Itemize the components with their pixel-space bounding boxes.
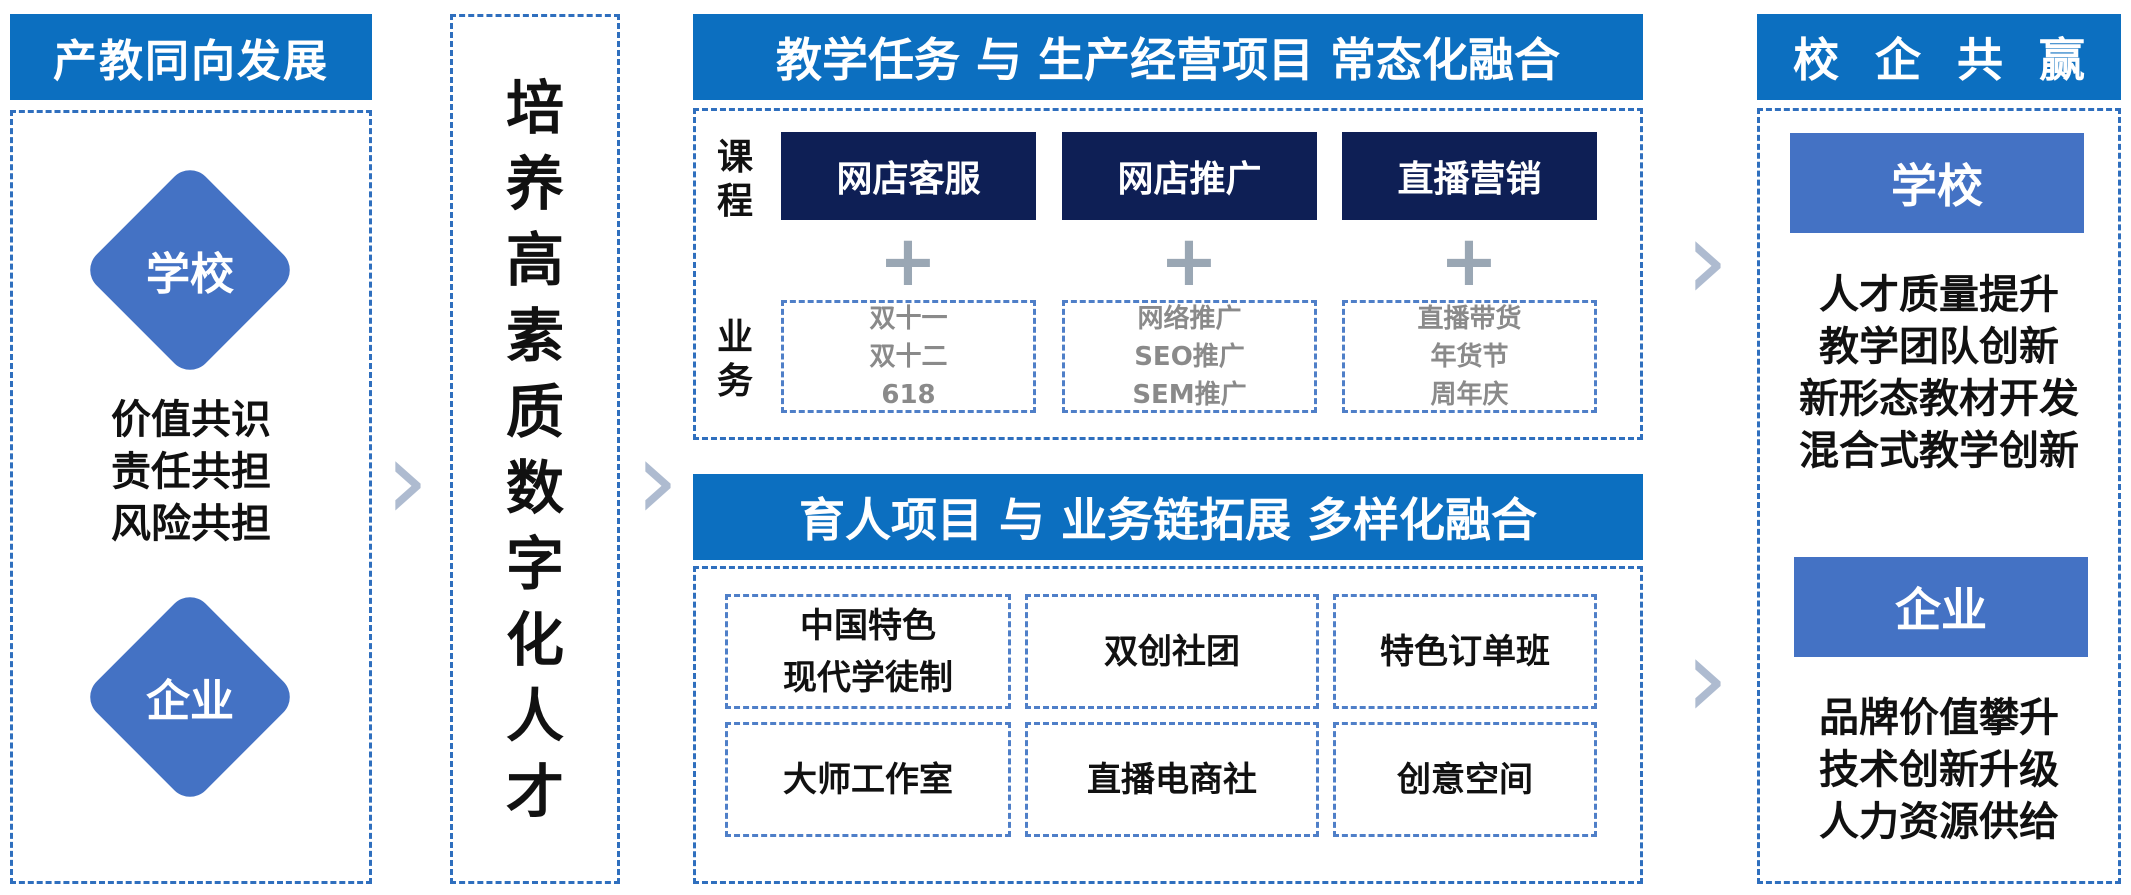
course-label: 课 程 — [700, 130, 770, 230]
benefit-line: 新形态教材开发 — [1799, 376, 2079, 422]
bottom-title: 育人项目 与 业务链拓展 多样化融合 — [693, 474, 1643, 560]
vertical-char: 才 — [505, 758, 564, 826]
col4-title: 校 企 共 赢 — [1757, 14, 2121, 100]
project-box: 双创社团 — [1025, 594, 1319, 709]
benefit-line: 人才质量提升 — [1819, 272, 2059, 318]
col4-panel — [1757, 108, 2121, 884]
business-box: 双十一 双十二 618 — [781, 300, 1036, 413]
business-item: SEO推广 — [1134, 341, 1245, 372]
benefit-line: 人力资源供给 — [1819, 799, 2059, 845]
project-box: 中国特色 现代学徒制 — [725, 594, 1011, 709]
enterprise-diamond-label: 企业 — [146, 676, 234, 727]
top-panel — [693, 108, 1643, 440]
business-item: 双十一 — [869, 303, 948, 334]
label-char: 业 — [716, 317, 753, 358]
label-char: 程 — [716, 181, 753, 222]
chevron-right-icon: › — [635, 416, 679, 544]
business-item: 618 — [881, 379, 936, 410]
project-box: 大师工作室 — [725, 722, 1011, 837]
project-label: 特色订单班 — [1380, 631, 1550, 672]
course-box: 网店推广 — [1062, 132, 1317, 220]
business-box: 网络推广 SEO推广 SEM推广 — [1062, 300, 1317, 413]
business-item: 周年庆 — [1430, 379, 1509, 410]
plus-icon: + — [878, 220, 938, 302]
benefit-line: 技术创新升级 — [1819, 747, 2059, 793]
col2-vertical-text: 培 养 高 素 质 数 字 化 人 才 — [450, 60, 620, 840]
business-item: 双十二 — [869, 341, 948, 372]
col2-panel — [450, 14, 620, 884]
col4-school-lines: 人才质量提升 教学团队创新 新形态教材开发 混合式教学创新 — [1757, 268, 2121, 478]
plus-icon: + — [1159, 220, 1219, 302]
course-box: 直播营销 — [1342, 132, 1597, 220]
top-title: 教学任务 与 生产经营项目 常态化融合 — [693, 14, 1643, 100]
col4-enterprise-lines: 品牌价值攀升 技术创新升级 人力资源供给 — [1757, 690, 2121, 850]
label-char: 务 — [716, 361, 753, 402]
business-item: 直播带货 — [1417, 303, 1522, 334]
benefit-line: 教学团队创新 — [1819, 324, 2059, 370]
project-label: 大师工作室 — [783, 759, 953, 800]
benefit-line: 混合式教学创新 — [1799, 428, 2079, 474]
business-item: 网络推广 — [1137, 303, 1242, 334]
chevron-right-icon: › — [1685, 196, 1729, 324]
project-box: 特色订单班 — [1333, 594, 1597, 709]
bottom-panel — [693, 566, 1643, 884]
vertical-char: 数 — [505, 454, 564, 522]
label-char: 课 — [716, 137, 753, 178]
vertical-char: 高 — [505, 226, 564, 294]
project-label: 创意空间 — [1397, 759, 1533, 800]
chevron-right-icon: › — [1685, 614, 1729, 742]
project-box: 创意空间 — [1333, 722, 1597, 837]
col1-values: 价值共识 责任共担 风险共担 — [10, 392, 372, 552]
project-label: 双创社团 — [1104, 631, 1240, 672]
value-line: 风险共担 — [111, 501, 271, 547]
vertical-char: 素 — [505, 302, 564, 370]
plus-icon: + — [1439, 220, 1499, 302]
vertical-char: 化 — [505, 606, 564, 674]
vertical-char: 人 — [505, 682, 564, 750]
project-label: 直播电商社 — [1087, 759, 1257, 800]
business-label: 业 务 — [700, 310, 770, 410]
vertical-char: 字 — [505, 530, 564, 598]
value-line: 责任共担 — [111, 449, 271, 495]
business-item: 年货节 — [1430, 341, 1509, 372]
chevron-right-icon: › — [385, 416, 429, 544]
business-item: SEM推广 — [1132, 379, 1247, 410]
project-box: 直播电商社 — [1025, 722, 1319, 837]
benefit-line: 品牌价值攀升 — [1819, 695, 2059, 741]
project-label: 现代学徒制 — [783, 657, 953, 698]
col4-school-box: 学校 — [1790, 133, 2084, 233]
vertical-char: 养 — [505, 150, 564, 218]
school-diamond-label: 学校 — [146, 249, 234, 300]
col4-enterprise-box: 企业 — [1794, 557, 2088, 657]
col1-title: 产教同向发展 — [10, 14, 372, 100]
vertical-char: 质 — [505, 378, 564, 446]
business-box: 直播带货 年货节 周年庆 — [1342, 300, 1597, 413]
col1-panel — [10, 110, 372, 884]
value-line: 价值共识 — [111, 397, 271, 443]
project-label: 中国特色 — [800, 605, 936, 646]
vertical-char: 培 — [505, 74, 564, 142]
course-box: 网店客服 — [781, 132, 1036, 220]
